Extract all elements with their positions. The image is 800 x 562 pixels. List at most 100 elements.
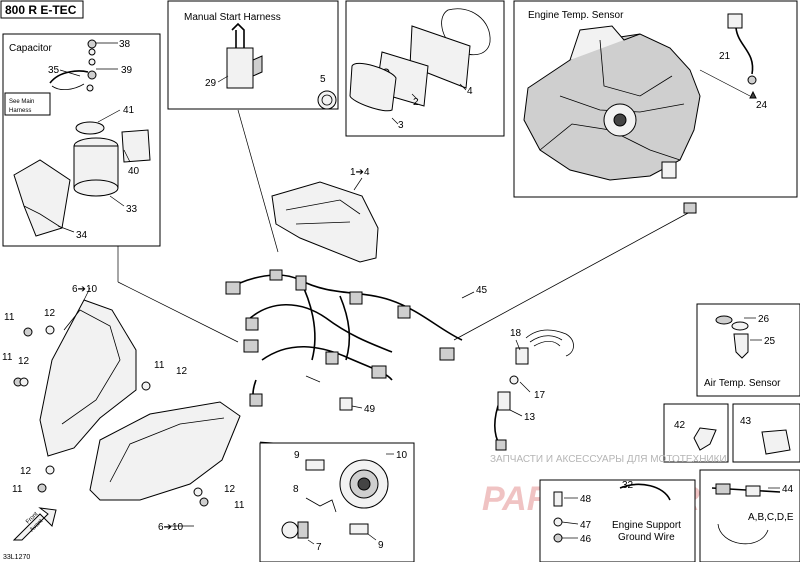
label-11-e: 11 — [234, 500, 245, 511]
grommet-part-49 — [339, 397, 353, 411]
bulb-part-7 — [281, 521, 309, 539]
label-6-10-top: 6➔10 — [72, 284, 98, 295]
label-38: 38 — [119, 39, 131, 50]
label-6-10-bottom: 6➔10 — [158, 522, 184, 533]
part-43-box: 43 — [732, 403, 800, 463]
label-45: 45 — [476, 285, 488, 296]
label-12-e: 12 — [224, 484, 236, 495]
manual-start-title: Manual Start Harness — [184, 12, 281, 23]
part-44-box: 44 A,B,C,D,E — [699, 469, 800, 562]
label-13: 13 — [524, 412, 536, 423]
main-harness — [225, 202, 697, 407]
label-11-b: 11 — [2, 352, 13, 363]
label-47: 47 — [580, 520, 592, 531]
air-temp-title: Air Temp. Sensor — [704, 378, 781, 389]
nut-part-46 — [553, 533, 563, 543]
label-1-4: 1➔4 — [350, 167, 370, 178]
model-header: 800 R E-TEC — [0, 0, 84, 19]
model-title: 800 R E-TEC — [5, 3, 77, 17]
label-4: 4 — [467, 86, 473, 97]
label-12-a: 12 — [44, 308, 56, 319]
engine-temp-sensor-part-21 — [727, 13, 757, 85]
label-49: 49 — [364, 404, 376, 415]
capacitor-part-33 — [73, 137, 119, 197]
part-42-box: 42 — [663, 403, 729, 463]
label-40: 40 — [128, 166, 140, 177]
bulb-part-9-bottom — [349, 523, 369, 535]
engine-support-line2: Ground Wire — [618, 532, 675, 543]
label-18: 18 — [510, 328, 522, 339]
label-10: 10 — [396, 450, 408, 461]
label-25: 25 — [764, 336, 776, 347]
nut-part-17 — [509, 375, 519, 385]
watermark-text: ЗАПЧАСТИ И АКСЕССУАРЫ ДЛЯ МОТОТЕХНИКИ — [490, 454, 727, 465]
label-42: 42 — [674, 420, 686, 431]
bracket-part-41 — [75, 121, 105, 135]
see-main-harness-line1: See Main — [9, 99, 34, 105]
engine-temp-sensor-box: Engine Temp. Sensor 21 24 — [513, 0, 798, 198]
engine-illustration — [523, 25, 701, 181]
label-7: 7 — [316, 542, 322, 553]
headlight-left-part-6-10 — [39, 299, 137, 457]
diagram-code: 33L1270 — [3, 554, 30, 561]
engine-support-ground-box: 32 48 47 46 Engine Support Ground Wire — [539, 479, 696, 562]
label-44: 44 — [782, 484, 794, 495]
reflector-part-10 — [339, 459, 389, 509]
gauge-box: 2 3 4 5 — [317, 0, 505, 137]
label-17: 17 — [534, 390, 546, 401]
ground-wire-part-32 — [619, 483, 671, 501]
gauge-cover-part-3 — [349, 62, 397, 112]
headlight-bulb-box: 9 10 8 7 9 — [259, 442, 415, 562]
label-11-c: 11 — [154, 360, 165, 371]
holder-part-34 — [13, 159, 71, 237]
label-5: 5 — [320, 74, 326, 85]
screw-part-38 — [87, 39, 97, 66]
capacitor-title: Capacitor — [9, 43, 52, 54]
harness-part-29 — [226, 22, 263, 89]
label-29: 29 — [205, 78, 217, 89]
label-3: 3 — [398, 120, 404, 131]
label-41: 41 — [123, 105, 135, 116]
label-9-top: 9 — [294, 450, 300, 461]
fasteners — [13, 325, 353, 507]
instrument-cluster-part-1-4 — [271, 181, 379, 263]
see-main-harness-line2: Harness — [9, 108, 31, 114]
gauge-bezel-part-4 — [409, 8, 491, 89]
label-35: 35 — [48, 65, 60, 76]
label-33: 33 — [126, 204, 138, 215]
box-leaders — [117, 109, 321, 445]
label-12-d: 12 — [20, 466, 32, 477]
manual-start-harness-box: Manual Start Harness 29 — [167, 0, 339, 110]
variants-label: A,B,C,D,E — [748, 512, 794, 523]
washer-part-39 — [86, 70, 97, 92]
engine-temp-title: Engine Temp. Sensor — [528, 10, 624, 21]
label-39: 39 — [121, 65, 133, 76]
label-11-d: 11 — [12, 484, 23, 495]
label-34: 34 — [76, 230, 88, 241]
label-9-bottom: 9 — [378, 540, 384, 551]
strap-part-40 — [121, 129, 151, 163]
spring-part-8 — [305, 497, 337, 513]
gauge-part-5 — [317, 90, 337, 110]
label-46: 46 — [580, 534, 592, 545]
washer-part-47 — [553, 517, 563, 527]
front-arrow: Front Avant — [12, 507, 57, 541]
key-switch-part-13 — [493, 391, 511, 451]
label-48: 48 — [580, 494, 592, 505]
label-26: 26 — [758, 314, 770, 325]
bulb-part-9-top — [305, 459, 325, 471]
engine-support-line1: Engine Support — [612, 520, 681, 531]
label-24: 24 — [756, 100, 768, 111]
label-43: 43 — [740, 416, 752, 427]
label-12-c: 12 — [176, 366, 188, 377]
tether-cord-part-18 — [515, 329, 574, 365]
label-8: 8 — [293, 484, 299, 495]
screw-part-48 — [553, 491, 563, 507]
label-21: 21 — [719, 51, 731, 62]
air-temp-sensor-box: 26 25 Air Temp. Sensor — [696, 303, 800, 397]
label-32: 32 — [622, 480, 634, 491]
capacitor-box: Capacitor See Main Harness — [2, 33, 161, 247]
label-11-a: 11 — [4, 312, 15, 323]
label-2: 2 — [413, 97, 419, 108]
